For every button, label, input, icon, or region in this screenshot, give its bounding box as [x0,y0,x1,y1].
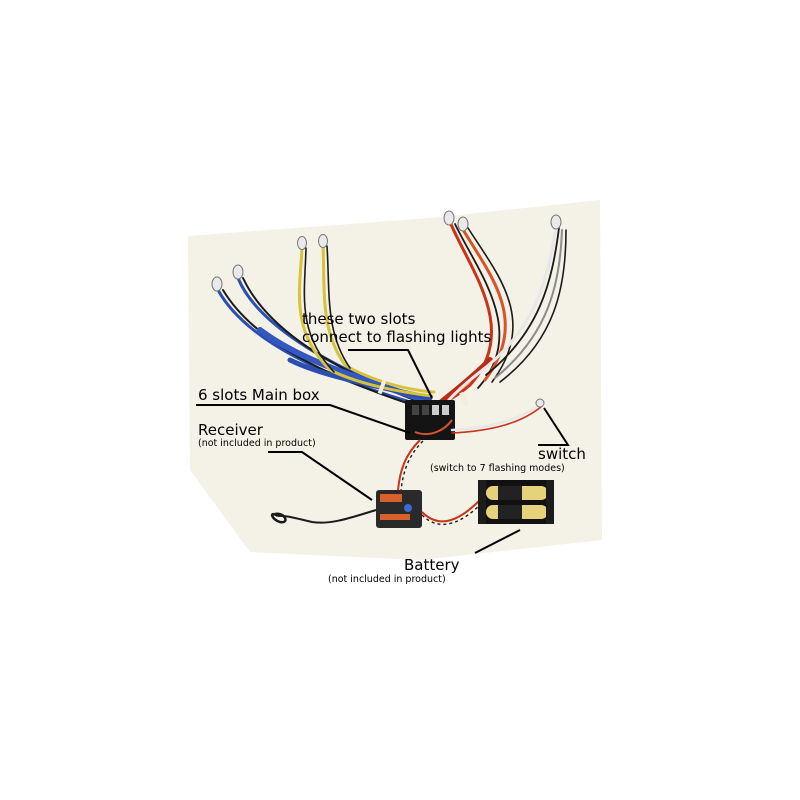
pointer-lines [196,349,570,554]
antenna-wire [277,509,377,524]
switch-button [535,398,545,408]
switch-label: switch [538,445,586,463]
receiver-unit [376,490,422,528]
led-bulb [443,210,469,232]
slots-label-line1: these two slots [302,310,416,328]
switch-note: (switch to 7 flashing modes) [430,463,565,474]
pointer-line-battery [474,529,521,554]
main-box-label: 6 slots Main box [198,386,320,404]
battery-note: (not included in product) [328,574,446,585]
led-bulb [550,214,562,230]
battery-pack [478,480,554,524]
receiver-note: (not included in product) [198,438,316,449]
zip-tie [459,391,469,407]
pointer-line-main-box [196,404,411,434]
antenna-coil [270,512,287,524]
box-to-receiver-wire [397,439,421,491]
led-bulb [211,264,244,292]
main-box [405,400,455,440]
led-bulb [297,234,328,250]
switch-wire [450,402,543,434]
white-wire-bundle [440,224,567,410]
pointer-line-slots [348,349,433,399]
receiver-to-battery-wire [421,499,481,523]
pointer-line-receiver [268,451,373,501]
zip-tie [377,379,387,395]
yellow-wire-bundle [297,244,436,398]
slots-label-line2: connect to flashing lights [302,328,492,346]
pointer-line-switch [538,407,570,446]
receiver-label: Receiver [198,421,263,439]
receiver-to-battery-wire-twist [421,502,483,526]
battery-label: Battery [404,556,460,574]
